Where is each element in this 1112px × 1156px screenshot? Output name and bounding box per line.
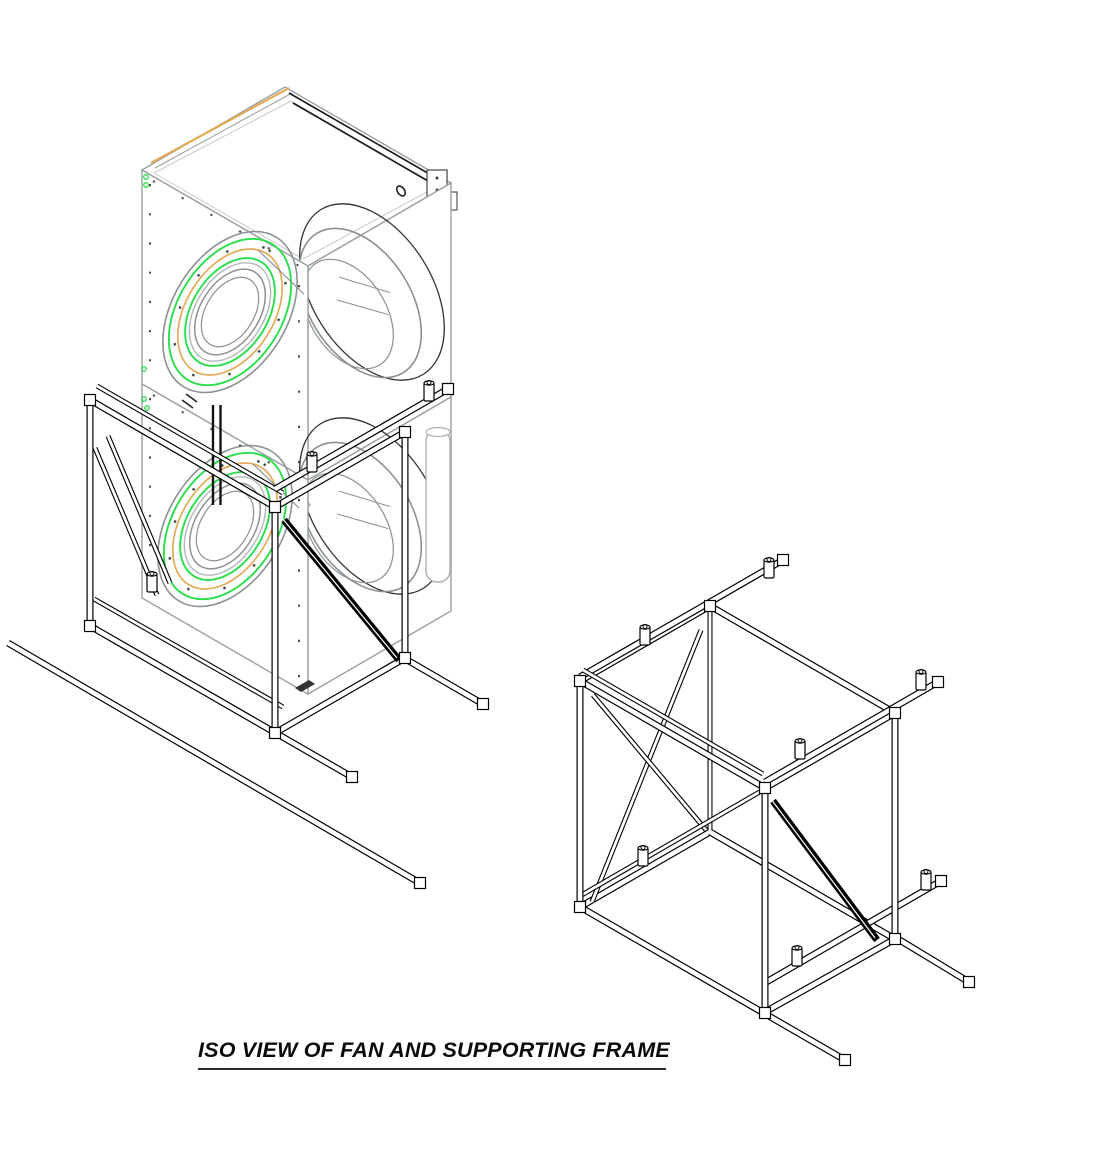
green-marker — [143, 182, 149, 188]
mounting-stud — [637, 844, 649, 867]
mounting-stud — [763, 556, 775, 579]
fan-assembly-figure — [6, 86, 490, 890]
green-marker — [143, 174, 149, 180]
green-marker — [141, 366, 147, 372]
green-marker — [141, 396, 147, 402]
mounting-stud — [920, 868, 932, 891]
hatch-marks — [181, 393, 198, 409]
top-gasket-strip — [150, 87, 290, 164]
mounting-stud — [423, 379, 435, 402]
mounting-stud — [915, 668, 927, 691]
drawing-caption: ISO VIEW OF FAN AND SUPPORTING FRAME — [198, 1038, 670, 1070]
support-frame-left — [6, 379, 490, 890]
green-marker — [144, 405, 150, 411]
mounting-stud — [794, 737, 806, 760]
guide-cylinder-lower — [425, 426, 451, 583]
foot-pad — [295, 680, 315, 692]
supporting-frame-figure — [573, 553, 976, 1067]
mounting-stud — [146, 570, 158, 593]
mounting-stud — [639, 623, 651, 646]
bolt-hole — [395, 185, 407, 197]
mounting-stud — [306, 450, 318, 473]
mounting-stud — [791, 944, 803, 967]
